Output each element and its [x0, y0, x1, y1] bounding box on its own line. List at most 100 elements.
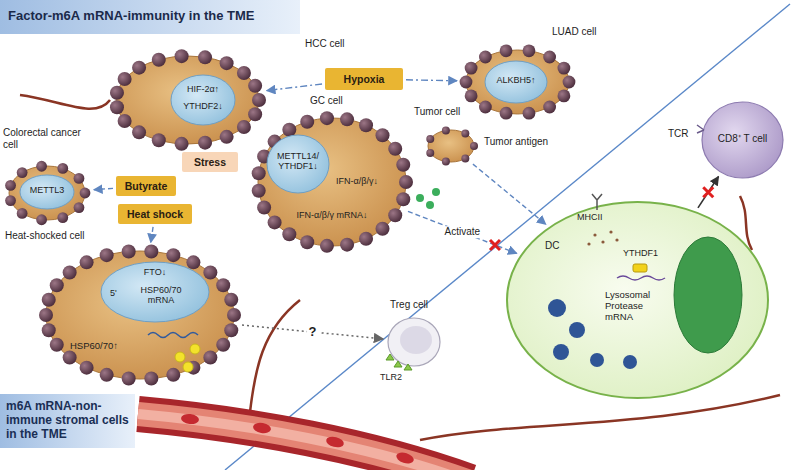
cell-part [553, 344, 569, 360]
cell-part [183, 362, 193, 372]
cell-part [237, 66, 251, 80]
cell-part [110, 100, 124, 114]
cell-part [175, 49, 189, 63]
cell-part [609, 230, 612, 233]
cell-part [17, 208, 28, 219]
hcc-nucleus-shape [170, 74, 236, 126]
title-band [0, 0, 300, 34]
cell-part [388, 208, 402, 222]
treg-cell-text: TLR2 [380, 372, 420, 382]
dendritic-cell-text: DC [545, 240, 575, 252]
cell-part [461, 155, 469, 163]
cell-part [601, 240, 604, 243]
cell-part [465, 89, 478, 102]
cell-part [400, 326, 432, 354]
cell-part [617, 276, 665, 280]
colorectal-cancer-cell: METTL3Colorectal cancer cell [3, 160, 91, 226]
gc-cell-text: GC cell [310, 95, 370, 107]
cell-part [426, 135, 434, 143]
capillary [420, 395, 780, 440]
cell-part [523, 107, 536, 120]
heat-shocked-nucleus-text: FTO↓ [135, 267, 175, 277]
cell-part [36, 161, 47, 172]
cell-part [148, 333, 198, 338]
hcc-nucleus-text: HIF-2α↑ [174, 84, 232, 94]
decoration [426, 201, 434, 209]
cell-part [100, 248, 114, 262]
cell-part [426, 149, 434, 157]
connector-arrow [406, 79, 457, 81]
cell-part [388, 318, 440, 366]
hypoxia-box-text: Hypoxia [344, 73, 385, 85]
cell-part [224, 323, 238, 337]
cell-part [118, 72, 132, 86]
cell-part [404, 364, 412, 370]
cell-part [461, 129, 469, 137]
hcc-nucleus-text: YTHDF2↓ [174, 101, 232, 111]
cell-part [237, 120, 251, 134]
cell-part [132, 125, 146, 139]
gc-nucleus-text: METTL14/ YTHDF1↓ [269, 151, 327, 172]
tumor-cell: Tumor cellTumor antigen [422, 124, 480, 168]
cell-part [257, 200, 271, 214]
cell-part [252, 184, 266, 198]
cell-part [122, 244, 136, 258]
heat-shock-box: Heat shock [118, 204, 192, 224]
cell-part [74, 173, 85, 184]
luad-nucleus-text: ALKBH5↑ [486, 75, 546, 85]
cell-part [39, 308, 53, 322]
cell-part [101, 262, 209, 322]
diagram-title: Factor-m6A mRNA-immunity in the TME [8, 9, 255, 24]
cell-part [340, 238, 354, 252]
cell-part [388, 142, 402, 156]
cell-part [563, 76, 576, 89]
cell-part [592, 194, 602, 210]
cell-part [442, 158, 450, 166]
cell-part [110, 86, 124, 100]
colorectal-nucleus-text: METTL3 [21, 185, 73, 195]
cell-part [144, 244, 158, 258]
tumor-cell-text: Tumor antigen [484, 136, 556, 148]
cell-part [376, 222, 390, 236]
cell-part [428, 130, 474, 162]
decoration [138, 414, 470, 470]
treg-cell: Treg cellTLR2 [386, 316, 442, 368]
cell-part [386, 354, 394, 360]
cell-part [697, 125, 704, 133]
gc-nucleus: METTL14/ YTHDF1↓ [266, 134, 330, 194]
cell-part [300, 115, 314, 129]
cell-part [63, 350, 77, 364]
cell-part [80, 188, 91, 199]
cell-part [396, 158, 410, 172]
cell-part [220, 56, 234, 70]
cell-part [507, 202, 768, 398]
cell-part [460, 76, 473, 89]
cell-part [118, 114, 132, 128]
decoration [416, 194, 424, 202]
cell-part [50, 338, 64, 352]
cell-part [470, 142, 478, 150]
cell-part [182, 152, 238, 172]
cell-part [479, 101, 492, 114]
heat-shocked-nucleus-text: HSP60/70 mRNA [126, 285, 196, 306]
cell-part [190, 344, 200, 354]
edge-label: ? [307, 325, 319, 340]
cell-part [5, 195, 16, 206]
cell-part [42, 293, 56, 307]
cell-part [74, 202, 85, 213]
cell-part [479, 51, 492, 64]
cell-part [63, 266, 77, 280]
cell-part [50, 278, 64, 292]
dendritic-cell-text: MHCII [577, 212, 617, 222]
cell-part [543, 51, 556, 64]
cell-part [376, 128, 390, 142]
cell-part [557, 62, 570, 75]
gc-cell-text: IFN-α/β/γ↓ [336, 176, 396, 186]
cell-part [615, 238, 618, 241]
cell-part [500, 44, 513, 57]
decoration [138, 414, 470, 470]
hcc-cell-text: HCC cell [305, 38, 375, 50]
cell-part [258, 118, 406, 246]
luad-cell-text: LUAD cell [552, 26, 622, 38]
decoration [252, 422, 271, 435]
